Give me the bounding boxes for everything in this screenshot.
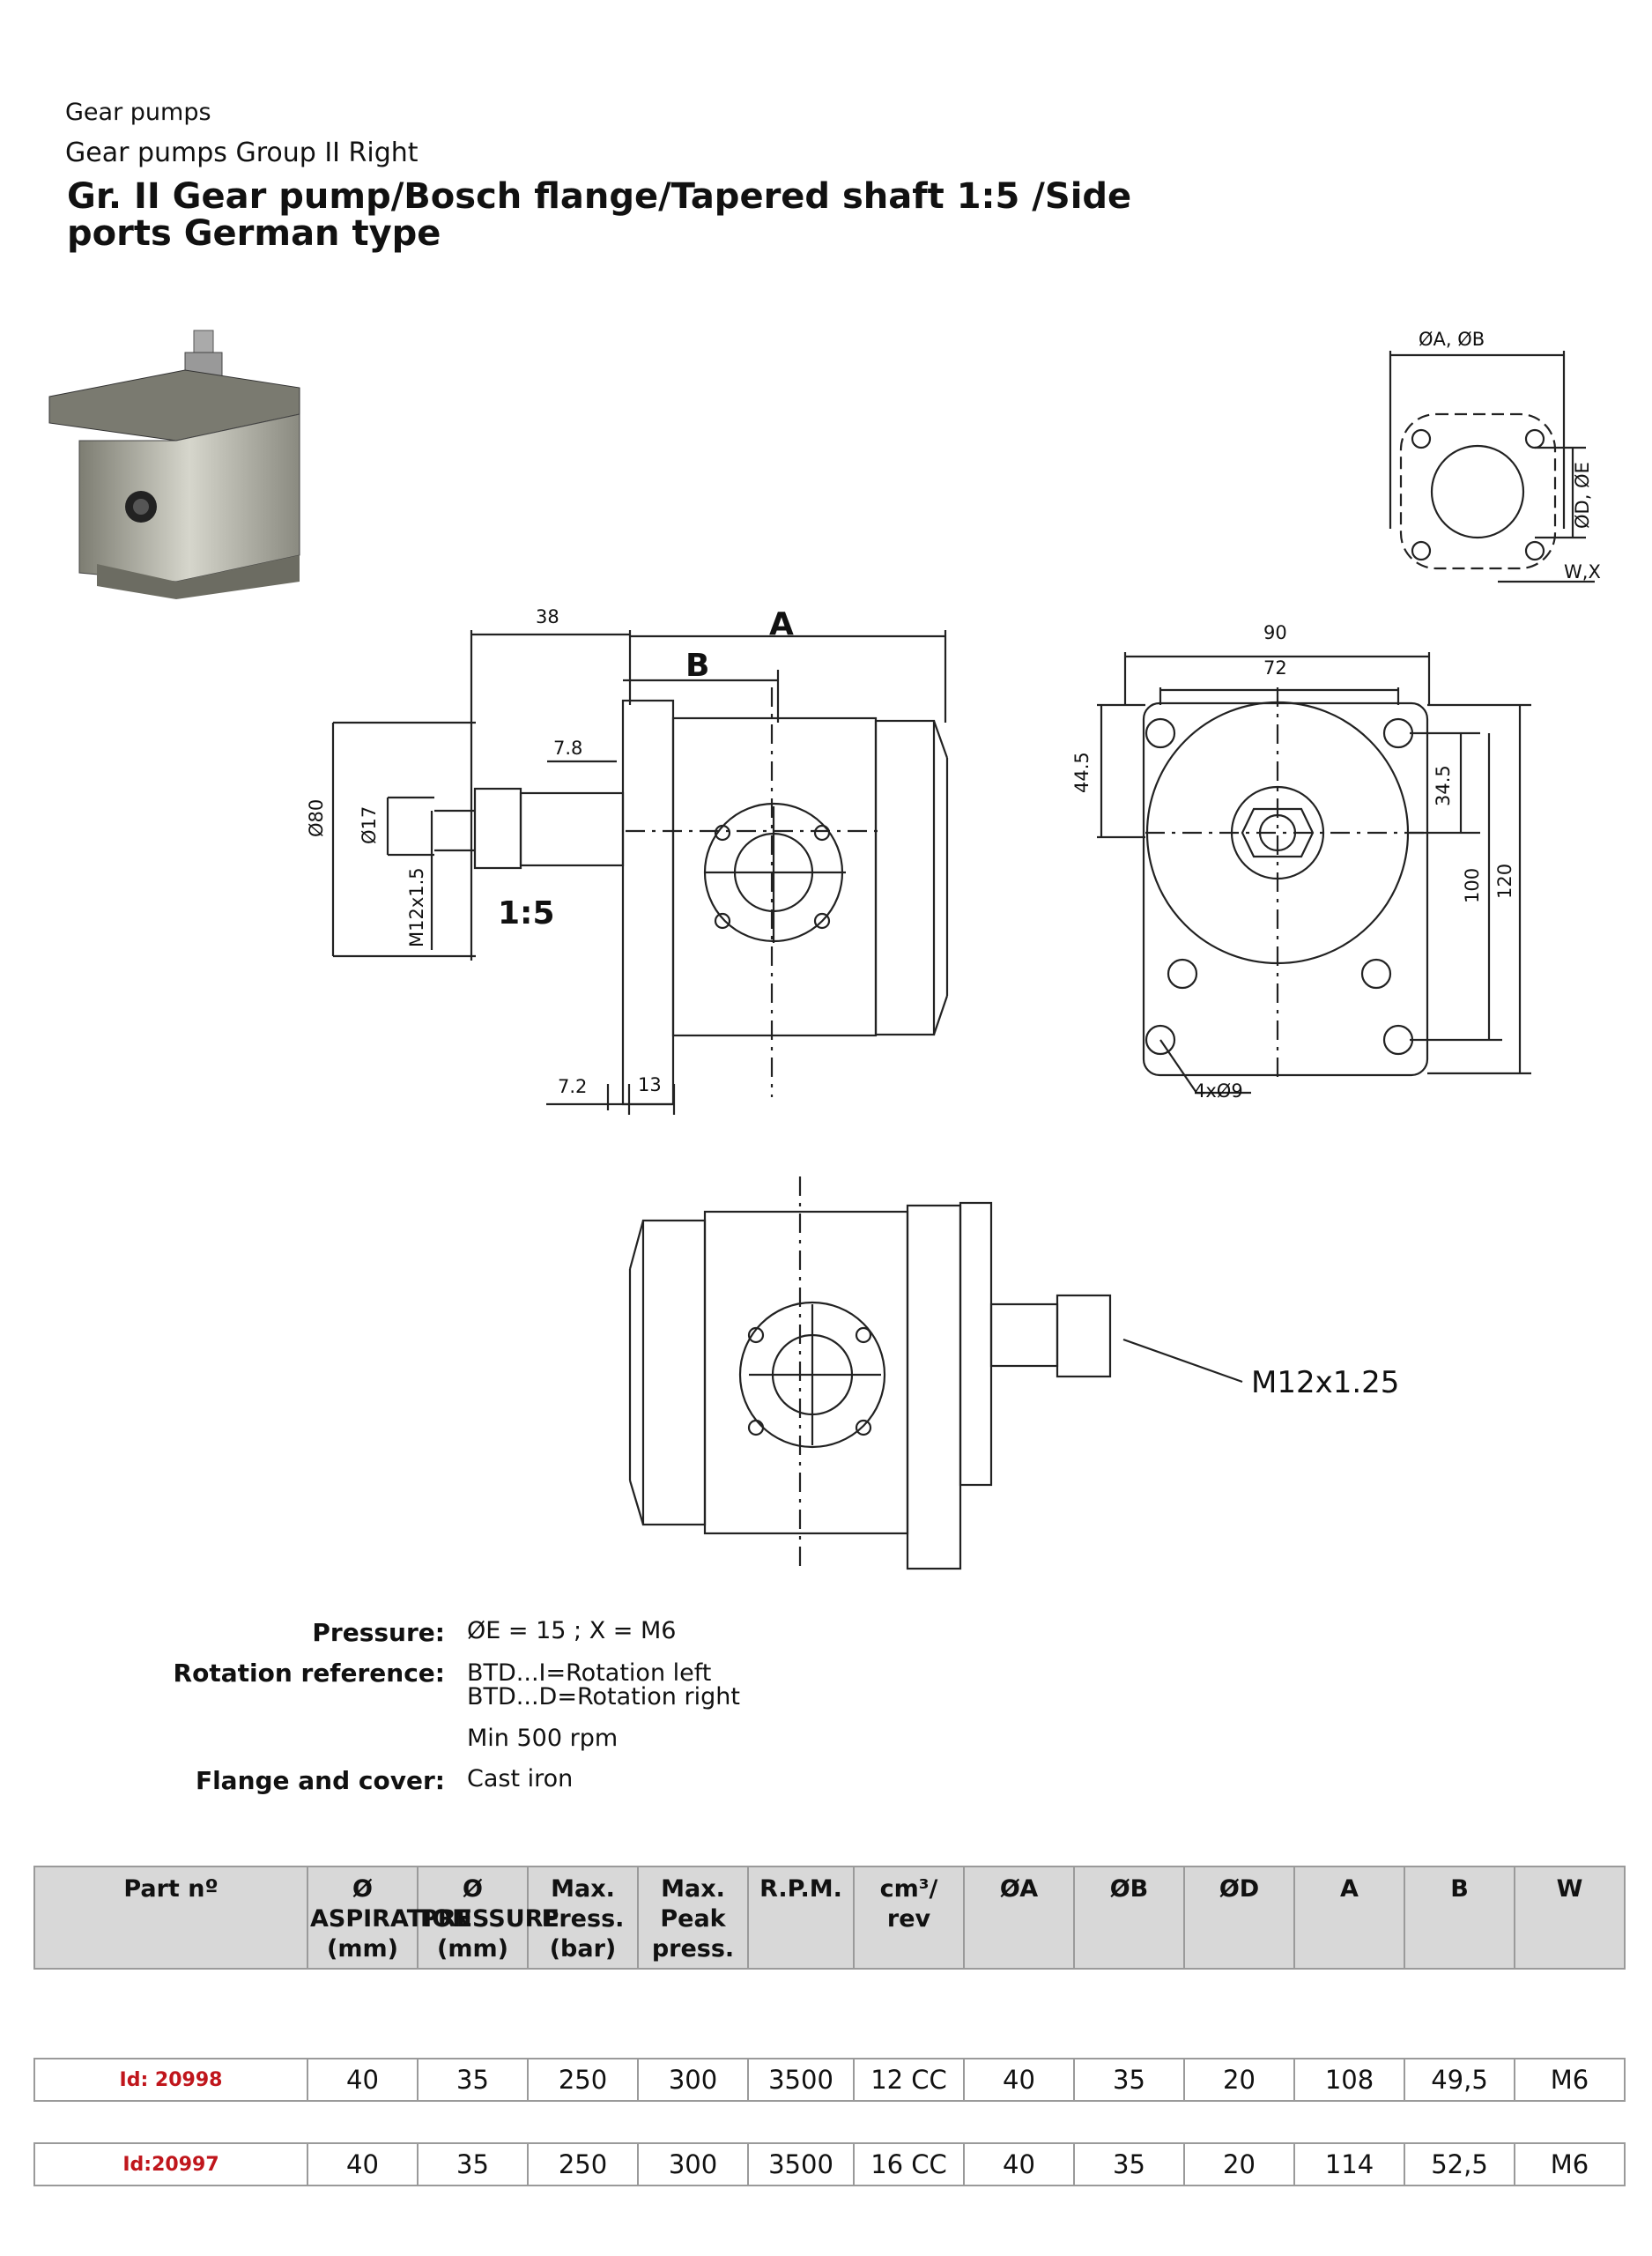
- nut-label: M12x1.25: [1251, 1365, 1399, 1400]
- table-cell: 49,5: [1404, 2058, 1515, 2102]
- table-cell: 3500: [747, 2142, 855, 2186]
- technical-drawing: 38 A B 7.8 Ø80 Ø17 M12x1.5 1:5 7.2 13 90…: [306, 329, 1601, 1115]
- dim-7-2: 7.2: [558, 1076, 587, 1097]
- table-cell: 35: [1073, 2142, 1185, 2186]
- table-cell: 35: [1073, 2058, 1185, 2102]
- dim-7-8: 7.8: [553, 738, 582, 759]
- side-view-drawing: M12x1.25: [628, 1176, 1399, 1570]
- col-header: Max. Peak press.: [637, 1866, 749, 1970]
- table-cell: M6: [1514, 2058, 1626, 2102]
- port-label-corner: W,X: [1564, 561, 1601, 583]
- dim-72: 72: [1263, 657, 1287, 679]
- spec-pressure-label: Pressure:: [312, 1618, 445, 1647]
- table-cell: 40: [963, 2142, 1075, 2186]
- table-cell: 40: [307, 2058, 419, 2102]
- dim-34-5: 34.5: [1433, 765, 1454, 806]
- spec-pressure-value: ØE = 15 ; X = M6: [467, 1617, 677, 1644]
- spec-flange-value: Cast iron: [467, 1765, 574, 1792]
- parts-table: Part nº Ø ASPIRATION (mm) Ø PRESSURE (mm…: [33, 1866, 1626, 2186]
- port-label-top: ØA, ØB: [1419, 329, 1485, 350]
- dim-d17: Ø17: [359, 806, 380, 844]
- dim-120: 120: [1494, 864, 1515, 899]
- breadcrumb-subcategory[interactable]: Gear pumps Group II Right: [65, 137, 419, 168]
- table-cell: 12 CC: [853, 2058, 965, 2102]
- col-header: Ø ASPIRATION (mm): [307, 1866, 472, 1970]
- col-header: Part nº: [33, 1866, 308, 1970]
- table-cell: 52,5: [1404, 2142, 1515, 2186]
- spec-rotation-label: Rotation reference:: [173, 1659, 445, 1688]
- table-cell: 300: [637, 2142, 749, 2186]
- table-cell: 20: [1183, 2058, 1295, 2102]
- col-header: cm³/ rev: [853, 1866, 965, 1970]
- dim-44-5: 44.5: [1071, 752, 1093, 793]
- table-row: Id:20997 40 35 250 300 3500 16 CC 40 35 …: [33, 2142, 1626, 2186]
- table-row: Id: 20998 40 35 250 300 3500 12 CC 40 35…: [33, 2058, 1626, 2102]
- dim-holes: 4xØ9: [1194, 1080, 1243, 1102]
- part-number-link[interactable]: Id: 20998: [33, 2058, 308, 2102]
- col-header: W: [1514, 1866, 1626, 1970]
- dim-thread: M12x1.5: [406, 867, 427, 947]
- breadcrumb-category[interactable]: Gear pumps: [65, 99, 211, 126]
- port-label-side: ØD, ØE: [1572, 462, 1593, 529]
- table-cell: 250: [527, 2142, 639, 2186]
- table-cell: 40: [963, 2058, 1075, 2102]
- spec-rotation-left: BTD...I=Rotation left: [467, 1659, 712, 1687]
- table-cell: 40: [307, 2142, 419, 2186]
- col-header: Ø PRESSURE (mm): [417, 1866, 559, 1970]
- table-cell: 16 CC: [853, 2142, 965, 2186]
- dim-A: A: [769, 606, 794, 642]
- part-number-link[interactable]: Id:20997: [33, 2142, 308, 2186]
- col-header: ØD: [1183, 1866, 1295, 1970]
- table-cell: 35: [417, 2058, 529, 2102]
- table-cell: M6: [1514, 2142, 1626, 2186]
- col-header: B: [1404, 1866, 1515, 1970]
- col-header: Max. Press. (bar): [527, 1866, 639, 1970]
- dim-100: 100: [1462, 868, 1483, 903]
- table-cell: 300: [637, 2058, 749, 2102]
- spec-min-rpm: Min 500 rpm: [467, 1725, 619, 1752]
- product-photo: [48, 330, 300, 599]
- spec-rotation-right: BTD...D=Rotation right: [467, 1683, 740, 1711]
- col-header: A: [1293, 1866, 1405, 1970]
- table-header-row: Part nº Ø ASPIRATION (mm) Ø PRESSURE (mm…: [33, 1866, 1626, 1970]
- spec-flange-label: Flange and cover:: [195, 1766, 445, 1795]
- table-cell: 3500: [747, 2058, 855, 2102]
- dim-38: 38: [536, 606, 559, 627]
- col-header: ØA: [963, 1866, 1075, 1970]
- dim-taper: 1:5: [498, 895, 555, 931]
- table-cell: 250: [527, 2058, 639, 2102]
- dim-d80: Ø80: [306, 799, 327, 837]
- page-title: Gr. II Gear pump/Bosch flange/Tapered sh…: [67, 176, 1132, 254]
- dim-B: B: [685, 648, 709, 684]
- dim-13: 13: [638, 1074, 662, 1095]
- table-cell: 108: [1293, 2058, 1405, 2102]
- col-header: ØB: [1073, 1866, 1185, 1970]
- table-cell: 35: [417, 2142, 529, 2186]
- dim-90: 90: [1263, 622, 1287, 643]
- col-header: R.P.M.: [747, 1866, 855, 1970]
- table-cell: 114: [1293, 2142, 1405, 2186]
- table-cell: 20: [1183, 2142, 1295, 2186]
